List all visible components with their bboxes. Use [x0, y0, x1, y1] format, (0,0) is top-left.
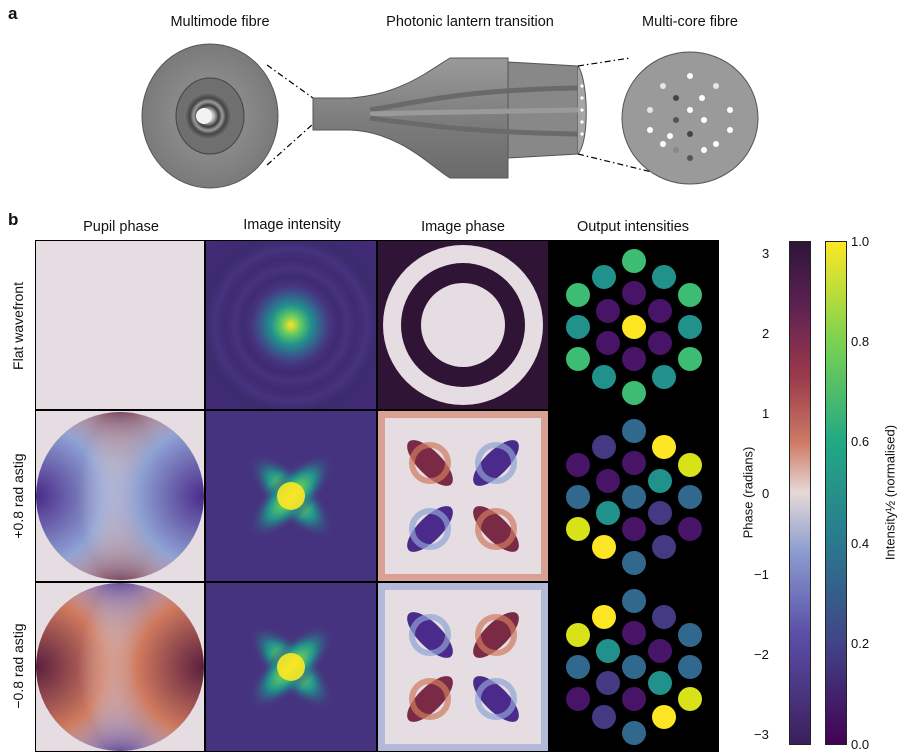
image-intensity-plus-astig: [206, 411, 376, 581]
output-intensities-minus-astig: [550, 583, 718, 751]
multi-core-fibre-crosssection: [621, 51, 759, 185]
row-header-plus-astig: +0.8 rad astig: [10, 453, 26, 539]
column-header-pupil-phase: Pupil phase: [83, 219, 159, 235]
column-header-image-phase: Image phase: [421, 219, 505, 235]
intensity-tick-0-4: 0.4: [851, 536, 870, 551]
pupil-phase-flat: [36, 241, 204, 409]
intensity-tick-0-2: 0.2: [851, 636, 870, 651]
image-phase-minus-astig: [378, 583, 548, 751]
photonic-lantern-title: Photonic lantern transition: [386, 14, 554, 30]
phase-colorbar: [789, 241, 811, 745]
image-phase-flat: [378, 241, 548, 409]
intensity-tick-0-8: 0.8: [851, 334, 870, 349]
intensity-tick-0-6: 0.6: [851, 434, 870, 449]
column-header-image-intensity: Image intensity: [243, 217, 341, 233]
phase-tick-minus1: −1: [754, 567, 769, 582]
panel-b-label: b: [8, 210, 19, 229]
photonic-lantern-illustration: [141, 43, 759, 189]
phase-tick-2: 2: [762, 326, 770, 341]
phase-tick-minus3: −3: [754, 727, 769, 742]
lantern-taper: [312, 57, 587, 179]
intensity-tick-1-0: 1.0: [851, 234, 870, 249]
phase-tick-1: 1: [762, 406, 770, 421]
row-header-flat-wavefront: Flat wavefront: [10, 282, 26, 370]
intensity-tick-0-0: 0.0: [851, 737, 870, 752]
multimode-fibre-title: Multimode fibre: [170, 14, 270, 30]
output-intensities-flat: [550, 241, 718, 409]
panel-a-label: a: [8, 4, 18, 23]
output-intensities-plus-astig: [550, 411, 718, 581]
image-intensity-minus-astig: [206, 583, 376, 751]
intensity-colorbar-label: Intensity½ (normalised): [882, 424, 898, 561]
pupil-phase-plus-astig: [36, 411, 204, 581]
phase-tick-0: 0: [762, 486, 770, 501]
intensity-colorbar: [825, 241, 847, 745]
results-grid: [35, 240, 719, 752]
column-header-output-intensities: Output intensities: [576, 219, 690, 235]
image-intensity-flat: [206, 241, 376, 409]
multimode-fibre-crosssection: [141, 43, 279, 189]
phase-tick-3: 3: [762, 246, 770, 261]
row-header-minus-astig: −0.8 rad astig: [10, 623, 26, 709]
multi-core-fibre-title: Multi-core fibre: [642, 14, 738, 30]
image-phase-plus-astig: [378, 411, 548, 581]
pupil-phase-minus-astig: [36, 583, 204, 751]
phase-colorbar-label: Phase (radians): [740, 446, 756, 539]
phase-tick-minus2: −2: [754, 647, 769, 662]
